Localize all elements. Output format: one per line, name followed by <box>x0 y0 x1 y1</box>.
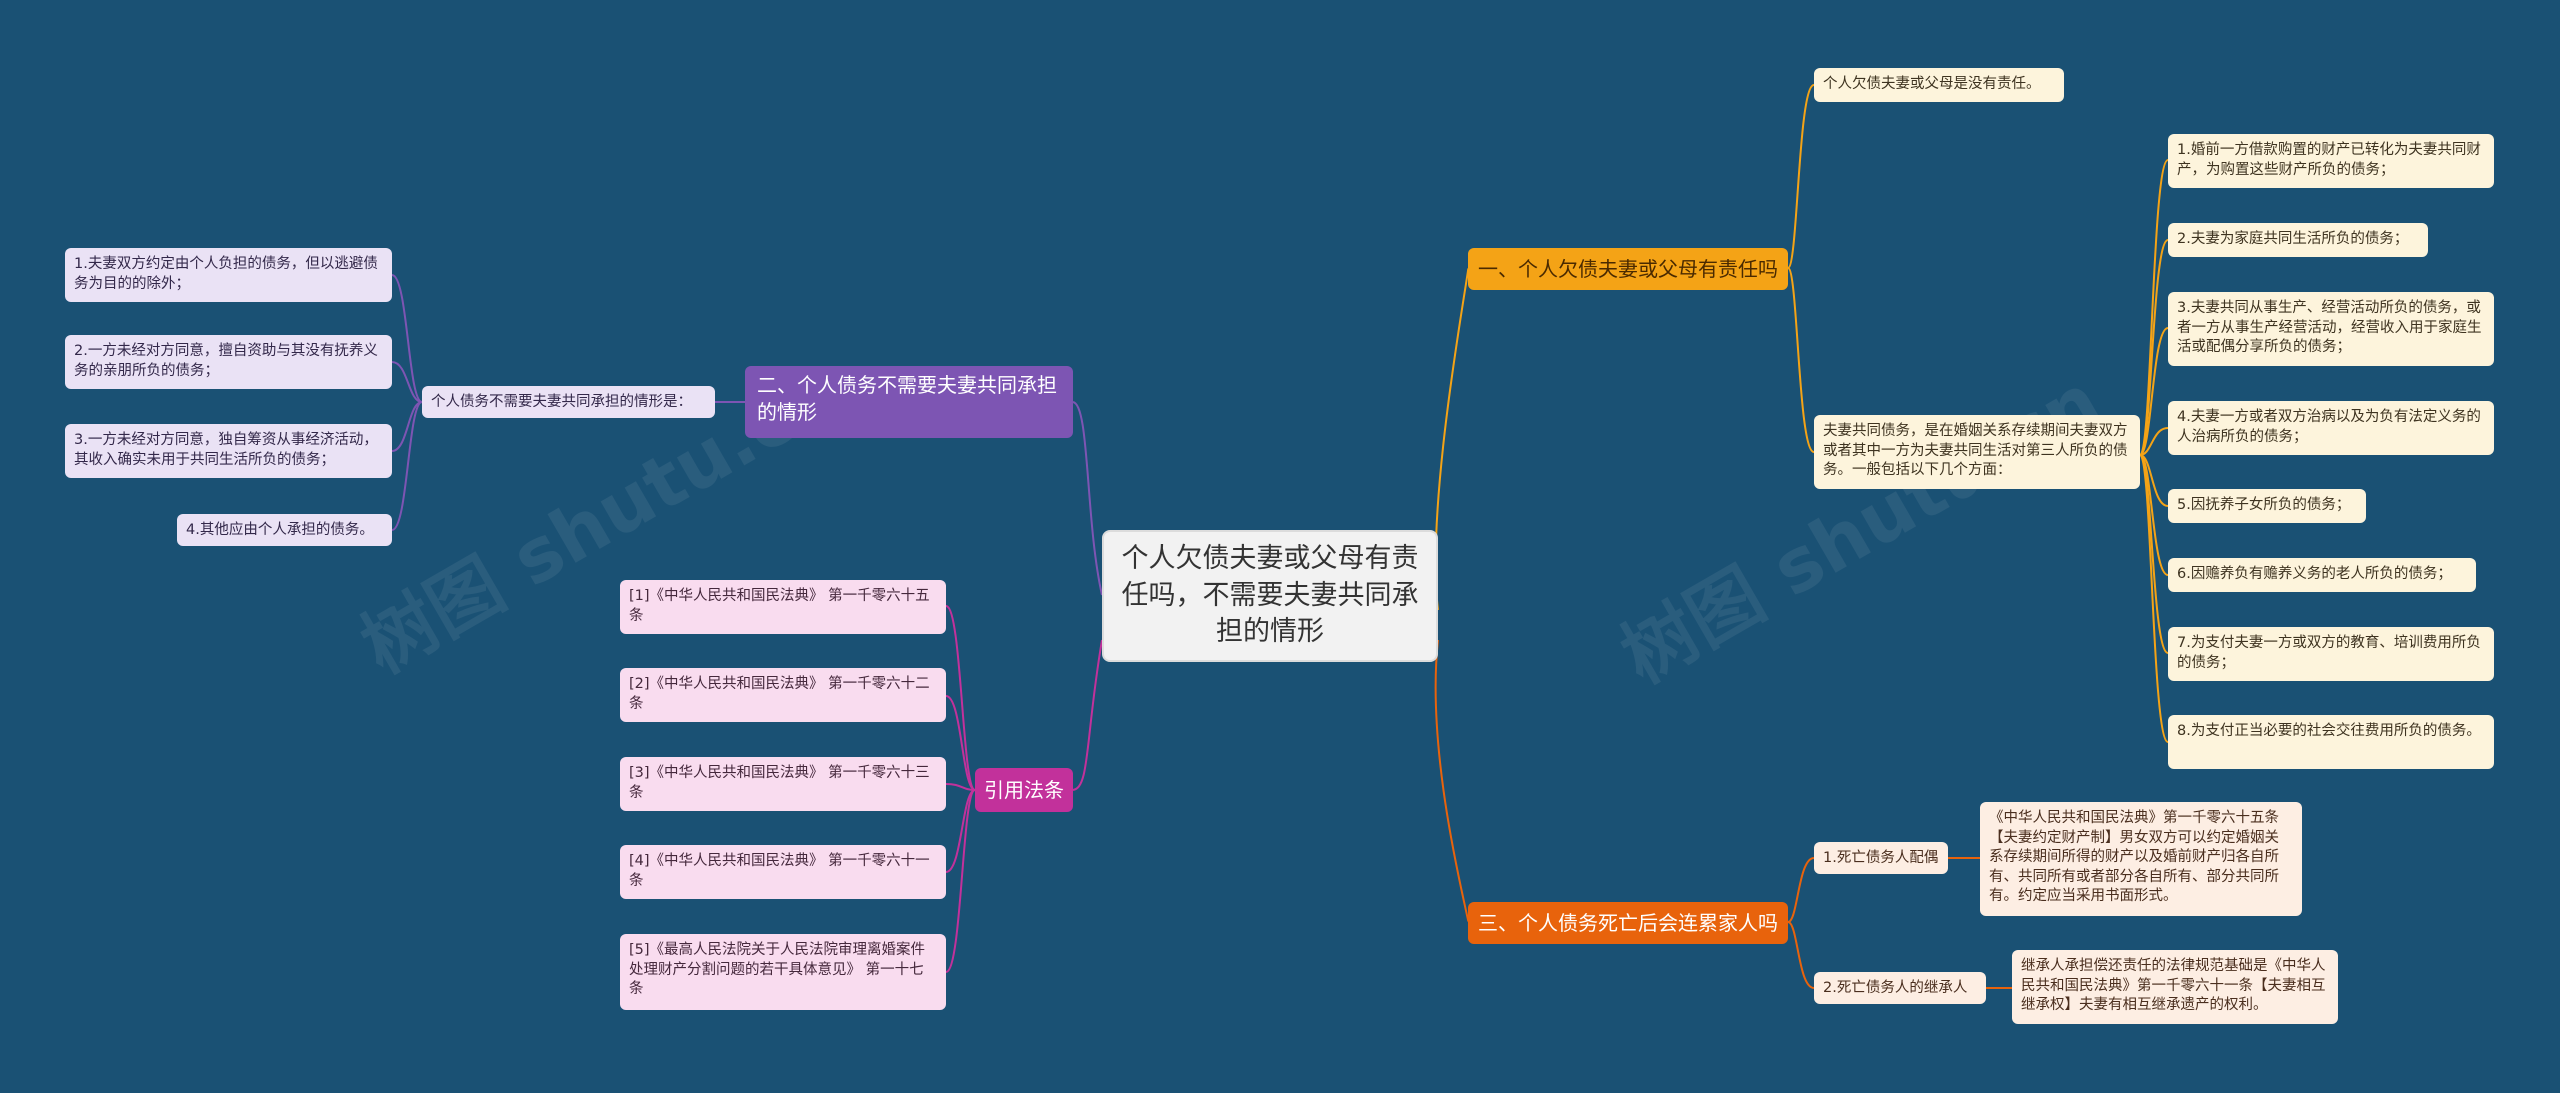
not-joint-item-4[interactable]: 4.其他应由个人承担的债务。 <box>177 514 392 546</box>
cited-law-3[interactable]: [3]《中华人民共和国民法典》 第一千零六十三条 <box>620 757 946 811</box>
joint-debt-item-5[interactable]: 5.因抚养子女所负的债务； <box>2168 489 2366 523</box>
not-joint-item-3[interactable]: 3.一方未经对方同意，独自筹资从事经济活动，其收入确实未用于共同生活所负的债务； <box>65 424 392 478</box>
joint-debt-item-1[interactable]: 1.婚前一方借款购置的财产已转化为夫妻共同财产，为购置这些财产所负的债务； <box>2168 134 2494 188</box>
spouse-detail[interactable]: 《中华人民共和国民法典》第一千零六十五条【夫妻约定财产制】男女双方可以约定婚姻关… <box>1980 802 2302 916</box>
joint-debt-item-4[interactable]: 4.夫妻一方或者双方治病以及为负有法定义务的人治病所负的债务； <box>2168 401 2494 455</box>
not-joint-item-1[interactable]: 1.夫妻双方约定由个人负担的债务，但以逃避债务为目的的除外； <box>65 248 392 302</box>
joint-debt-item-6[interactable]: 6.因赡养负有赡养义务的老人所负的债务； <box>2168 558 2476 592</box>
joint-debt-item-7[interactable]: 7.为支付夫妻一方或双方的教育、培训费用所负的债务； <box>2168 627 2494 681</box>
branch-not-joint-debt[interactable]: 二、个人债务不需要夫妻共同承担的情形 <box>745 366 1073 438</box>
cited-law-2[interactable]: [2]《中华人民共和国民法典》 第一千零六十二条 <box>620 668 946 722</box>
root-topic[interactable]: 个人欠债夫妻或父母有责任吗，不需要夫妻共同承担的情形 <box>1102 530 1438 662</box>
deceased-heirs[interactable]: 2.死亡债务人的继承人 <box>1814 972 1986 1004</box>
joint-debt-item-2[interactable]: 2.夫妻为家庭共同生活所负的债务； <box>2168 223 2428 257</box>
branch-debt-after-death[interactable]: 三、个人债务死亡后会连累家人吗 <box>1468 902 1788 944</box>
heirs-detail[interactable]: 继承人承担偿还责任的法律规范基础是《中华人民共和国民法典》第一千零六十一条【夫妻… <box>2012 950 2338 1024</box>
not-joint-item-2[interactable]: 2.一方未经对方同意，擅自资助与其没有抚养义务的亲朋所负的债务； <box>65 335 392 389</box>
branch1-note[interactable]: 个人欠债夫妻或父母是没有责任。 <box>1814 68 2064 102</box>
branch-personal-debt-responsibility[interactable]: 一、个人欠债夫妻或父母有责任吗 <box>1468 248 1788 290</box>
deceased-spouse[interactable]: 1.死亡债务人配偶 <box>1814 842 1948 874</box>
not-joint-debt-intro[interactable]: 个人债务不需要夫妻共同承担的情形是： <box>422 386 715 418</box>
cited-law-5[interactable]: [5]《最高人民法院关于人民法院审理离婚案件处理财产分割问题的若干具体意见》 第… <box>620 934 946 1010</box>
branch-cited-laws[interactable]: 引用法条 <box>975 768 1073 812</box>
joint-debt-item-8[interactable]: 8.为支付正当必要的社会交往费用所负的债务。 <box>2168 715 2494 769</box>
joint-debt-item-3[interactable]: 3.夫妻共同从事生产、经营活动所负的债务，或者一方从事生产经营活动，经营收入用于… <box>2168 292 2494 366</box>
joint-debt-definition[interactable]: 夫妻共同债务，是在婚姻关系存续期间夫妻双方或者其中一方为夫妻共同生活对第三人所负… <box>1814 415 2140 489</box>
cited-law-4[interactable]: [4]《中华人民共和国民法典》 第一千零六十一条 <box>620 845 946 899</box>
cited-law-1[interactable]: [1]《中华人民共和国民法典》 第一千零六十五条 <box>620 580 946 634</box>
